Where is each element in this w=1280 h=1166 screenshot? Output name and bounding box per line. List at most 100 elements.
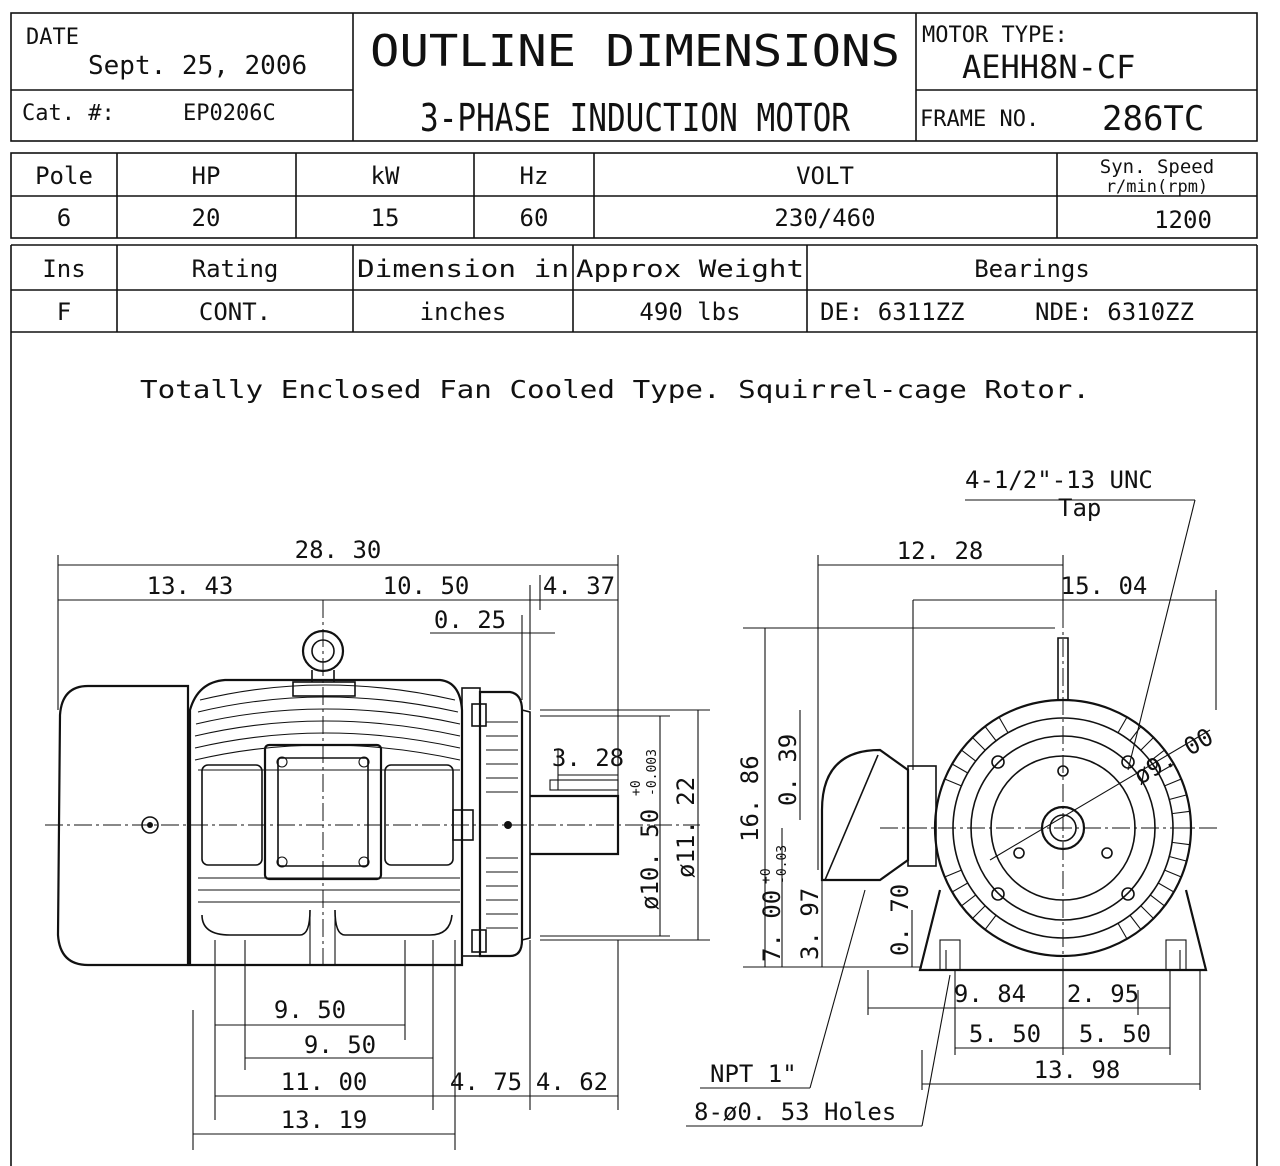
shaft-end: [1040, 805, 1086, 851]
c-face-flange: [521, 709, 531, 941]
dim-3-97: 3. 97: [796, 888, 824, 960]
terminal-box-bolt: [276, 856, 288, 868]
dim-overall-length: 28. 30: [295, 536, 382, 564]
end-view-drawing: [820, 610, 1220, 995]
dim-7-00: 7. 00: [758, 890, 786, 962]
grease-hole: [1013, 847, 1025, 859]
feet-cutout: [201, 909, 453, 936]
tap-note: 4-1/2"-13 UNC: [965, 466, 1153, 494]
flange-bolt-top: [471, 703, 487, 727]
frame-outer: [952, 717, 1174, 939]
description-text: Totally Enclosed Fan Cooled Type. Squirr…: [140, 375, 1090, 404]
radial-fin: [1140, 737, 1154, 751]
spec-table-1: Pole HP kW Hz VOLT Syn. Speed r/min(rpm)…: [10, 152, 1258, 239]
foot-hole-right: [1165, 939, 1187, 971]
npt-leader: [809, 889, 866, 1089]
dim-9-00-leader: [989, 729, 1211, 861]
radial-fin: [944, 869, 962, 878]
dim-4-62: 4. 62: [536, 1068, 608, 1096]
dim-4-37: 4. 37: [543, 572, 615, 600]
tap-hole: [991, 887, 1005, 901]
dim-7-00-tol-minus: -0.03: [775, 845, 790, 884]
value-kw: 15: [371, 204, 400, 232]
dim-15-04: 15. 04: [1061, 572, 1148, 600]
header-hz: Hz: [520, 162, 549, 190]
cat-value: EP0206C: [183, 101, 276, 126]
drawing-svg: DATE Sept. 25, 2006 Cat. #: EP0206C OUTL…: [10, 12, 1258, 1166]
radial-fin: [1129, 726, 1142, 742]
radial-fin: [1117, 716, 1128, 734]
flange-pilot: [990, 755, 1136, 901]
nameplate-top: [292, 681, 356, 697]
fan-cover: [56, 684, 190, 967]
dim-shaft-dia: ø10. 50: [636, 809, 664, 910]
motor-type-value: AEHH8N-CF: [962, 48, 1135, 86]
value-hz: 60: [520, 204, 549, 232]
flange-face: [970, 735, 1156, 921]
tap-hole: [991, 755, 1005, 769]
dim-0-25: 0. 25: [434, 606, 506, 634]
flange-bolt-bottom: [471, 929, 487, 953]
eyebolt-ring: [301, 629, 345, 673]
terminal-box-adapter: [907, 765, 937, 867]
holes-note: 8-ø0. 53 Holes: [694, 1098, 896, 1126]
dim-13-43: 13. 43: [147, 572, 234, 600]
value-ins: F: [57, 298, 71, 326]
endshield-ring: [461, 687, 481, 957]
endshield: [478, 690, 524, 958]
holes-leader: [921, 974, 951, 1127]
radial-fin: [972, 905, 986, 919]
dim-5-50-b: 5. 50: [1079, 1020, 1151, 1048]
dim-13-98: 13. 98: [1034, 1056, 1121, 1084]
radial-fin: [984, 726, 997, 742]
grease-hole: [1057, 765, 1069, 777]
value-volt: 230/460: [774, 204, 875, 232]
terminal-box-inner: [277, 757, 369, 867]
radial-fin: [1117, 922, 1128, 940]
radial-fin: [998, 716, 1009, 734]
mounting-feet: [189, 915, 463, 966]
dim-10-50: 10. 50: [383, 572, 470, 600]
terminal-box-cover: [824, 754, 879, 881]
value-speed: 1200: [1154, 206, 1212, 234]
radial-fins: [944, 716, 1191, 940]
radial-fin: [1149, 894, 1165, 907]
radial-fin: [1157, 882, 1175, 893]
endshield-ribs: [486, 721, 518, 929]
terminal-box: [263, 743, 383, 881]
motor-type-label: MOTOR TYPE:: [922, 23, 1068, 48]
foot-hole-left: [939, 939, 961, 971]
frame-label: FRAME NO.: [920, 107, 1039, 132]
radial-fin: [1157, 763, 1175, 774]
frame-value: 286TC: [1102, 99, 1204, 139]
end-eyebolt: [1057, 637, 1069, 700]
end-terminal-box: [820, 748, 910, 882]
header-dimension: Dimension in: [357, 255, 569, 283]
eyebolt-inner: [311, 639, 335, 663]
terminal-box-bolt: [358, 856, 370, 868]
radial-fin: [1129, 914, 1142, 930]
tap-note-2: Tap: [1058, 494, 1101, 522]
title-line-1: OUTLINE DIMENSIONS: [370, 26, 900, 77]
drawing-sheet: DATE Sept. 25, 2006 Cat. #: EP0206C OUTL…: [10, 10, 1258, 1166]
date-value: Sept. 25, 2006: [88, 51, 307, 81]
side-view-drawing: [45, 600, 700, 970]
header-bearings: Bearings: [974, 255, 1090, 283]
radial-fin: [984, 914, 997, 930]
dim-5-50-a: 5. 50: [969, 1020, 1041, 1048]
header-pole: Pole: [35, 162, 93, 190]
date-label: DATE: [26, 25, 79, 50]
value-pole: 6: [57, 204, 71, 232]
dim-9-50-b: 9. 50: [304, 1031, 376, 1059]
fan-cover-grease-point: [141, 816, 159, 834]
dim-0-39: 0. 39: [774, 734, 802, 806]
fan-cover-center-dot: [147, 822, 153, 828]
dim-9-50-a: 9. 50: [274, 996, 346, 1024]
value-bearing-nde: NDE: 6310ZZ: [1035, 298, 1194, 326]
value-hp: 20: [192, 204, 221, 232]
title-block: DATE Sept. 25, 2006 Cat. #: EP0206C OUTL…: [10, 12, 1258, 142]
side-panel-left: [201, 764, 263, 866]
spec-table-2: Ins Rating Dimension in Approx Weight Be…: [10, 244, 1258, 1166]
dim-3-28: 3. 28: [552, 744, 624, 772]
shaft-center-dot: [504, 821, 512, 829]
